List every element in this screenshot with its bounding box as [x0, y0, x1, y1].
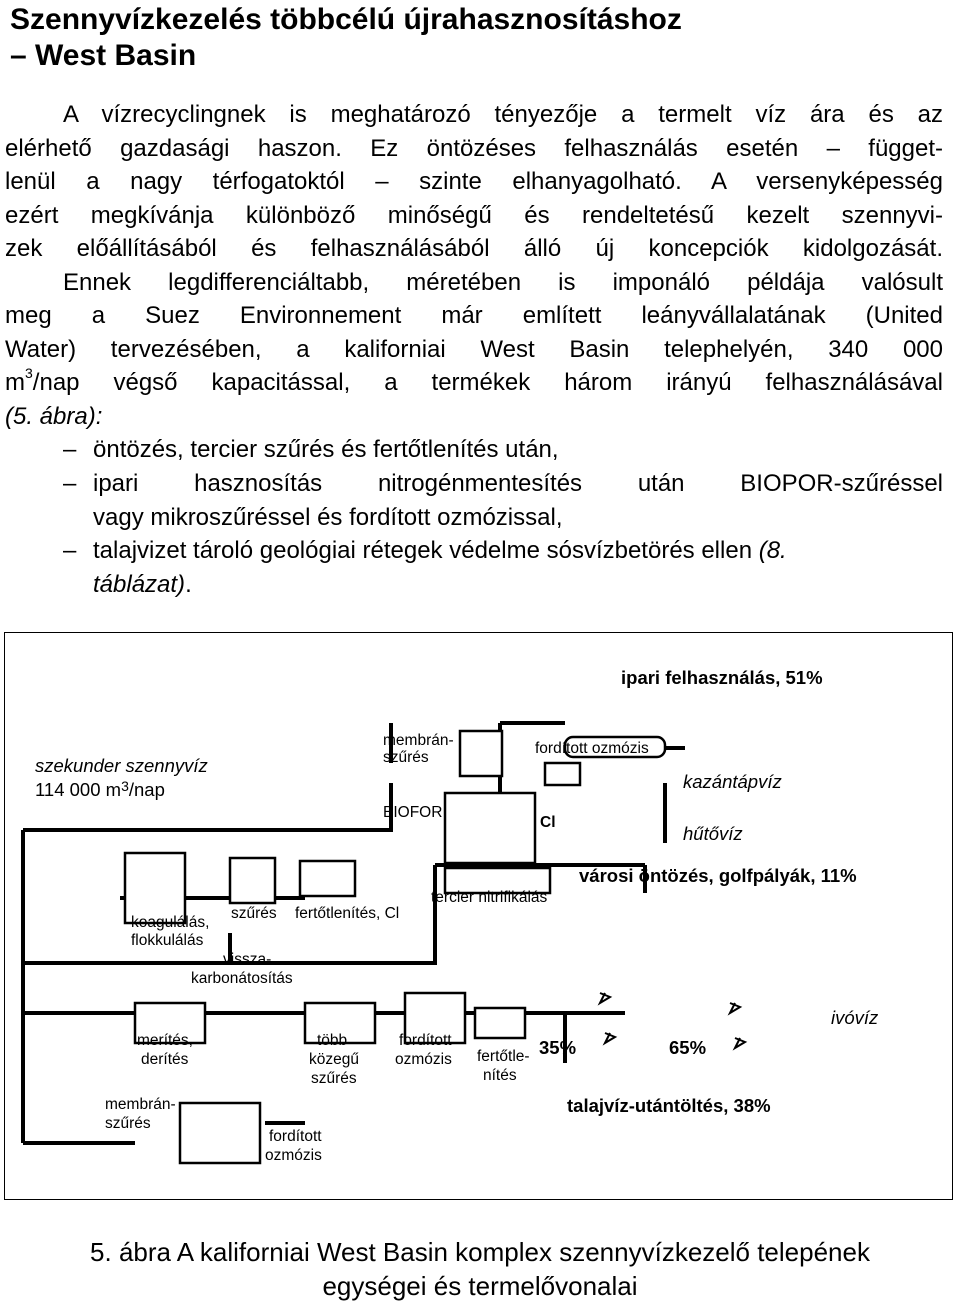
label-multimedia-3: szűrés [311, 1070, 357, 1087]
multimedia-filter [303, 1001, 377, 1045]
process-diagram [21, 721, 748, 1165]
bullet-text-italic: (8. [758, 537, 787, 564]
label-coagulation: koagulálás, [131, 914, 210, 931]
unit-m: m [5, 369, 25, 396]
label-membrane-top-2: szűrés [383, 749, 429, 766]
bullet-text: talajvizet tároló geológiai rétegek véde… [93, 534, 943, 568]
label-reverse-osmosis-bottom-2: ozmózis [265, 1147, 322, 1164]
flow-line [23, 865, 437, 965]
label-filtration: szűrés [231, 905, 277, 922]
label-disinfection-mid-2: nítés [483, 1067, 517, 1084]
tertiary-nitrification [443, 866, 552, 895]
label-multimedia-2: közegű [309, 1051, 359, 1068]
well-symbol [602, 1032, 618, 1046]
paragraph-line: elérhető gazdasági haszon. Ez öntözéses … [5, 134, 943, 162]
volume-value: 114 000 m [35, 779, 122, 800]
label-drinking-water: ivóvíz [831, 1007, 879, 1028]
figure-caption: 5. ábra A kaliforniai West Basin komplex… [0, 1235, 960, 1303]
label-multimedia-1: több [317, 1032, 348, 1049]
label-reverse-osmosis-top: fordított ozmózis [535, 740, 649, 757]
bullet-text-cont: vagy mikroszűréssel és fordított ozmózis… [93, 503, 563, 531]
paragraph-line: Ennek legdifferenciáltabb, méretében is … [63, 268, 943, 296]
body-paragraph: A vízrecyclingnek is meghatározó tényező… [5, 98, 943, 433]
bullet-text: ipari hasznosítás nitrogénmentesítés utá… [93, 470, 943, 497]
label-membrane-bottom-1: membrán- [105, 1096, 176, 1113]
label-disinfection-cl: fertőtlenítés, Cl [295, 905, 400, 922]
equipment [123, 729, 667, 1165]
paragraph-line: zek előállításából és felhasználásából á… [5, 235, 943, 262]
label-industrial-use: ipari felhasználás, 51% [621, 667, 823, 688]
caption-line-2: egységei és termelővonalai [322, 1271, 638, 1301]
bullet-dash: – [63, 436, 77, 463]
label-flocculation: flokkulálás [131, 932, 204, 949]
well-symbol [727, 1002, 743, 1016]
label-boiler-feed-water: kazántápvíz [683, 771, 782, 792]
coagulation-tank [123, 851, 187, 925]
process-flow-figure: ipari felhasználás, 51% szekunder szenny… [4, 632, 953, 1200]
filter-unit [228, 856, 277, 905]
chlorine-box [543, 761, 582, 787]
well-symbol [732, 1037, 748, 1051]
label-recarbonation-2: karbonátosítás [191, 970, 293, 987]
bullet-item: – ipari hasznosítás nitrogénmentesítés u… [5, 467, 943, 534]
label-clarification-2: derítés [141, 1051, 189, 1068]
paragraph-line: lenül a nagy térfogatoktól – szinte elha… [5, 168, 943, 195]
volume-unit: /nap [128, 779, 165, 800]
bullet-dash: – [63, 537, 77, 564]
label-recarbonation-1: vissza- [223, 951, 272, 968]
paragraph-line-rest: /nap végső kapacitással, a termékek háro… [32, 369, 943, 396]
bullet-text-part: . [185, 570, 192, 598]
label-percent-65: 65% [669, 1037, 707, 1058]
label-reverse-osmosis-mid-2: ozmózis [395, 1051, 452, 1068]
clarifier [133, 1001, 207, 1045]
title-line-1: Szennyvízkezelés többcélú újrahasznosítá… [10, 3, 682, 36]
title-line-2: – West Basin [10, 39, 197, 72]
label-clarification-1: merítés, [137, 1032, 193, 1049]
disinfection-mid [473, 1006, 527, 1040]
paragraph-line: m3/nap végső kapacitással, a termékek há… [5, 366, 943, 400]
caption-line-1: 5. ábra A kaliforniai West Basin komplex… [90, 1237, 870, 1267]
biofor-tank [443, 791, 537, 865]
label-volume: 114 000 m3/nap [35, 779, 165, 801]
label-membrane-bottom-2: szűrés [105, 1115, 151, 1132]
paragraph-line: ezért megkívánja különböző minőségű és r… [5, 201, 943, 229]
disinfection-unit [298, 859, 357, 898]
paragraph-line: Water) tervezésében, a kaliforniai West … [5, 335, 943, 363]
label-tertiary-nitrification: tercier nitrifikálás [431, 889, 548, 906]
label-biofor: BIOFOR [383, 804, 443, 821]
bullet-text: öntözés, tercier szűrés és fertőtlenítés… [93, 436, 559, 463]
label-reverse-osmosis-bottom-1: fordított [269, 1128, 322, 1145]
bullet-item: – öntözés, tercier szűrés és fertőtlenít… [5, 433, 943, 467]
reverse-osmosis-top [563, 735, 667, 759]
paragraph-line: (5. ábra): [5, 402, 103, 430]
paragraph-line: meg a Suez Environnement már említett le… [5, 302, 943, 329]
label-groundwater-recharge: talajvíz-utántöltés, 38% [567, 1095, 771, 1116]
label-secondary-wastewater: szekunder szennyvíz [35, 755, 208, 776]
label-disinfection-mid-1: fertőtle- [477, 1048, 530, 1065]
injection-wells [597, 992, 748, 1051]
label-urban-irrigation: városi öntözés, golfpályák, 11% [579, 865, 857, 886]
flow-line [23, 783, 393, 832]
bullet-dash: – [63, 470, 77, 497]
unit-superscript: 3 [25, 365, 33, 381]
bullet-text-italic: táblázat) [93, 570, 186, 598]
bullet-item: – talajvizet tároló geológiai rétegek vé… [5, 534, 943, 601]
membrane-bank-top [458, 729, 504, 778]
well-symbol [597, 992, 613, 1006]
label-percent-35: 35% [539, 1037, 577, 1058]
page-title: Szennyvízkezelés többcélú újrahasznosítá… [10, 2, 940, 74]
label-cooling-water: hűtővíz [683, 823, 743, 844]
bullet-text-part: talajvizet tároló geológiai rétegek véde… [93, 537, 759, 564]
membrane-bank-bottom [178, 1101, 262, 1165]
label-chlorine: Cl [540, 814, 556, 831]
bullet-text-cont: táblázat). [93, 568, 943, 602]
reverse-osmosis-mid [403, 991, 467, 1045]
label-reverse-osmosis-mid-1: fordított [399, 1032, 452, 1049]
volume-superscript: 3 [121, 778, 129, 794]
paragraph-line: A vízrecyclingnek is meghatározó tényező… [63, 101, 943, 128]
label-membrane-top-1: membrán- [383, 732, 454, 749]
